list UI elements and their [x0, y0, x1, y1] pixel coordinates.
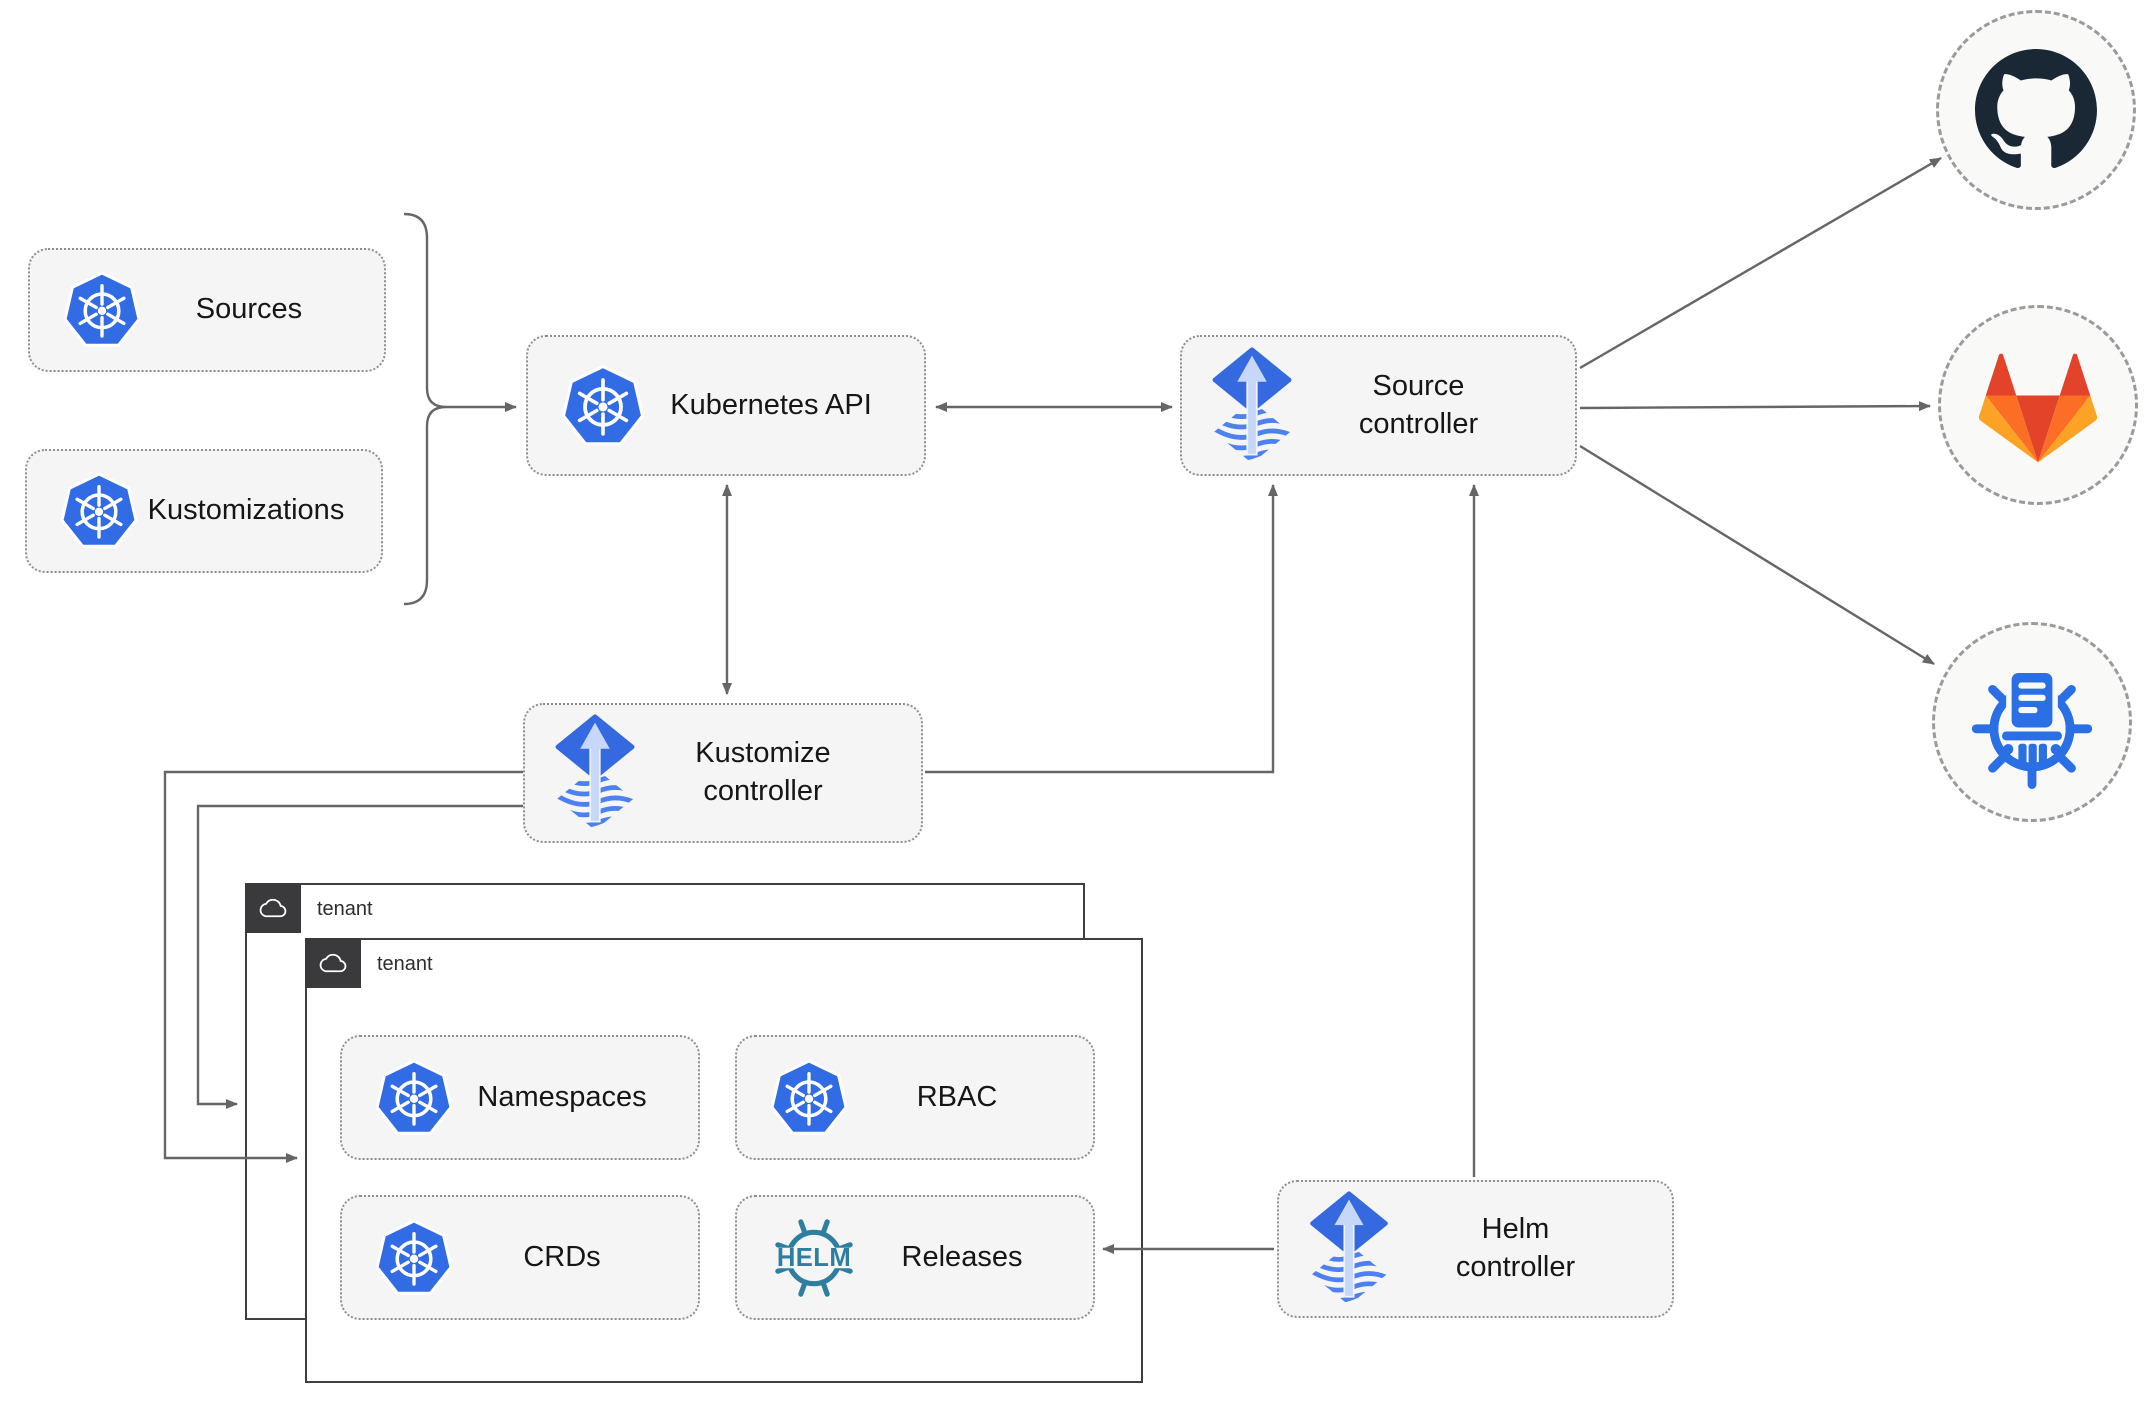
- node-label: Sources: [195, 293, 303, 326]
- tenant-back-label: tenant: [317, 898, 373, 920]
- node-label: Source controller: [1358, 369, 1479, 440]
- node-kubernetes-api: Kubernetes API: [526, 335, 926, 476]
- flux-icon: [1212, 347, 1292, 465]
- edge-sourcectrl-chartmuseum: [1579, 444, 1935, 666]
- node-label: Helm controller: [1455, 1213, 1576, 1283]
- node-label: CRDs: [523, 1240, 601, 1273]
- node-kustomize-controller: Kustomize controller: [523, 703, 923, 843]
- endpoint-github: [1936, 10, 2136, 210]
- node-label: Namespaces: [477, 1080, 647, 1113]
- node-source-controller: Source controller: [1180, 335, 1577, 476]
- node-kustomizations: Kustomizations: [25, 449, 383, 573]
- kubernetes-icon: [767, 1056, 851, 1140]
- node-label: RBAC: [916, 1080, 998, 1113]
- cloud-icon: [257, 894, 289, 922]
- node-helm-controller: Helm controller: [1277, 1180, 1674, 1318]
- node-namespaces: Namespaces: [340, 1035, 700, 1160]
- node-label: Kustomizations: [147, 494, 345, 527]
- flux-icon: [555, 714, 635, 832]
- tenant-front-label: tenant: [377, 953, 433, 975]
- node-rbac: RBAC: [735, 1035, 1095, 1160]
- edge-sourcectrl-github: [1579, 156, 1942, 370]
- github-icon: [1975, 49, 2097, 171]
- node-sources: Sources: [28, 248, 386, 372]
- node-label: Kustomize controller: [695, 737, 831, 807]
- endpoint-chartmuseum: [1932, 622, 2132, 822]
- gitlab-icon: [1975, 342, 2101, 468]
- chartmuseum-icon: [1964, 654, 2100, 790]
- helm-icon: [767, 1215, 861, 1301]
- kubernetes-icon: [60, 268, 144, 352]
- tenant-front-tab: [305, 938, 361, 988]
- node-label: Releases: [901, 1240, 1023, 1273]
- cloud-icon: [317, 949, 349, 977]
- node-releases: Releases: [735, 1195, 1095, 1320]
- node-crds: CRDs: [340, 1195, 700, 1320]
- edge-sourcectrl-gitlab: [1579, 401, 1931, 412]
- kubernetes-icon: [372, 1216, 456, 1300]
- edge-kustomizectrl-sourcectrl: [925, 484, 1278, 774]
- endpoint-gitlab: [1938, 305, 2138, 505]
- edge-brace: [403, 212, 447, 606]
- tenant-back-tab: [245, 883, 301, 933]
- kubernetes-icon: [558, 361, 648, 451]
- node-label: Kubernetes API: [670, 388, 872, 421]
- kubernetes-icon: [57, 469, 141, 553]
- flux-icon: [1309, 1191, 1389, 1307]
- kubernetes-icon: [372, 1056, 456, 1140]
